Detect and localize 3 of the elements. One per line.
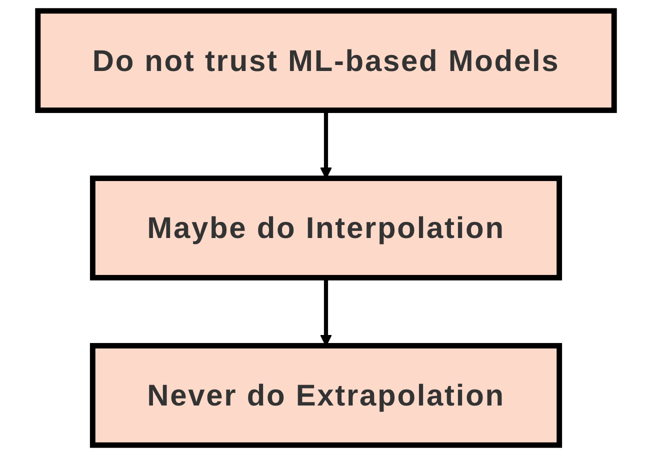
node-box: Maybe do Interpolation — [90, 176, 562, 280]
node-box: Never do Extrapolation — [90, 343, 562, 448]
node-box: Do not trust ML-based Models — [35, 8, 617, 113]
